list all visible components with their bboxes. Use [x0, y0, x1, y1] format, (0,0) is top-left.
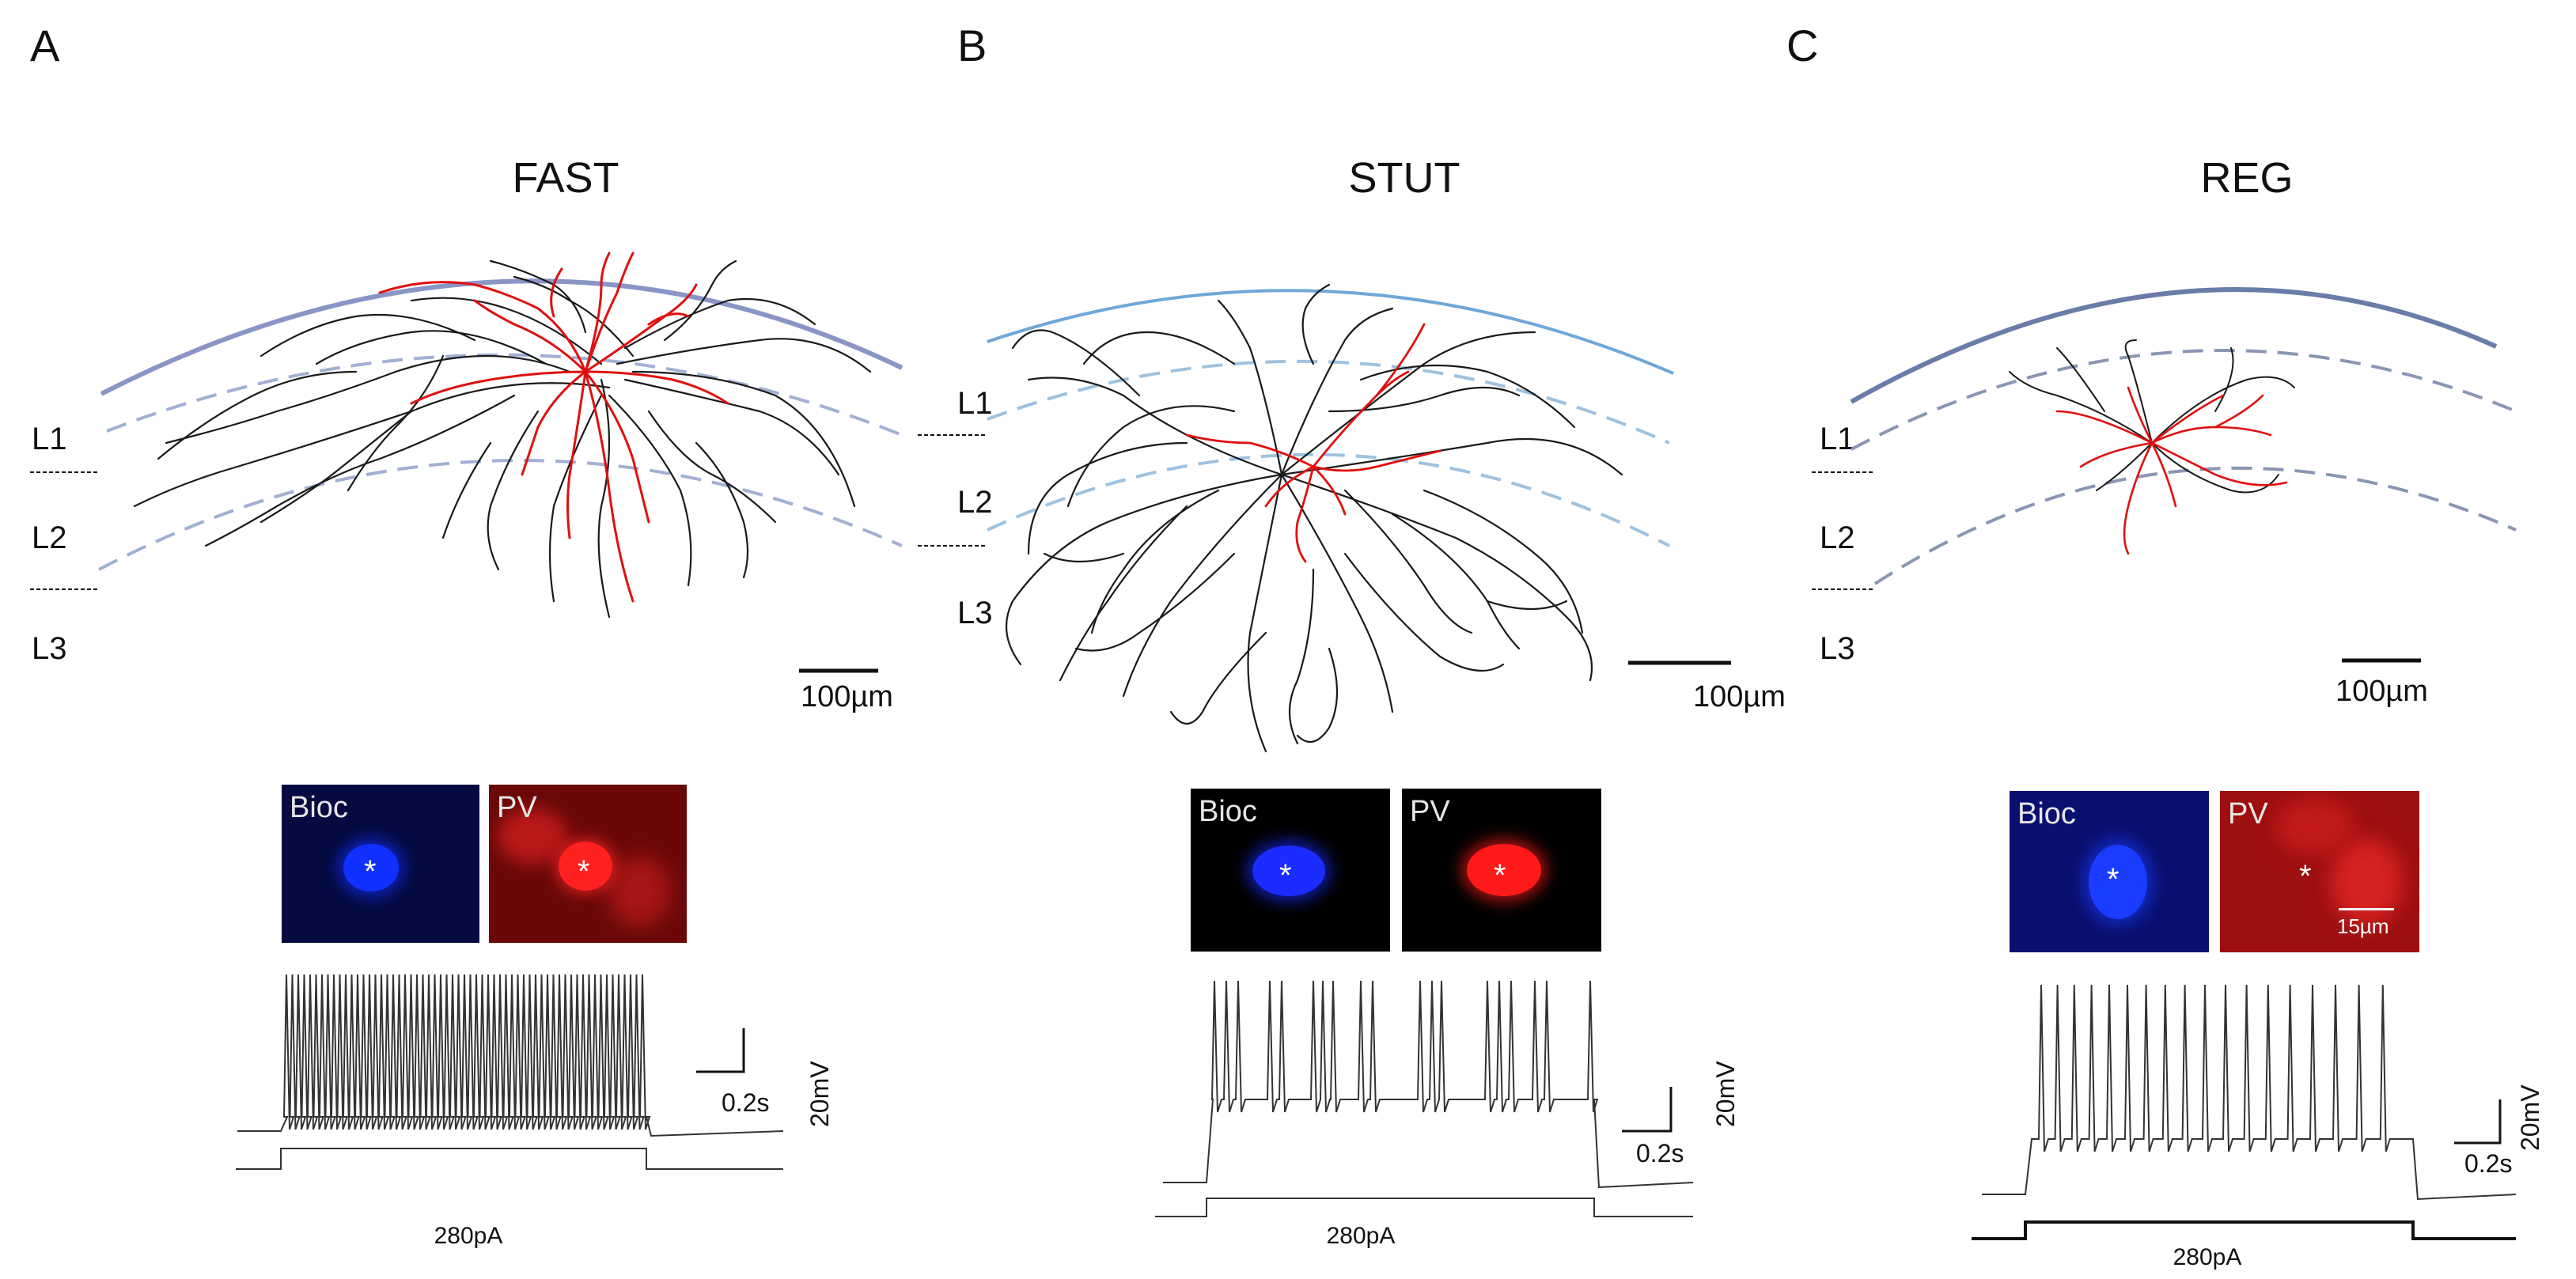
panel-c-dendrites	[2055, 386, 2288, 555]
panel-b-biocytin-marker: *	[1279, 858, 1292, 893]
panel-a-l1-boundary	[106, 353, 903, 437]
panel-b-voltage-trace	[1163, 980, 1694, 1189]
panel-a-biocytin-label: Bioc	[290, 791, 348, 824]
panel-a-pv-label: PV	[497, 791, 537, 824]
panel-b-ephys-time-scale: 0.2s	[1636, 1139, 1684, 1167]
panel-a-ephys-scale-bar	[696, 1028, 745, 1073]
panel-c-biocytin-image: Bioc *	[2010, 791, 2209, 952]
panel-a-pv-neighbor	[608, 856, 671, 927]
panel-c-stimulus-label: 280pA	[2173, 1244, 2242, 1270]
panel-c-layer-l3: L3	[1820, 631, 1855, 666]
panel-b-dendrites	[1185, 323, 1441, 563]
panel-a-dendrites	[378, 252, 729, 603]
panel-b-morph-scale-label: 100µm	[1693, 680, 1786, 713]
panel-b-pv-label: PV	[1410, 795, 1450, 828]
panel-b-letter: B	[957, 21, 987, 70]
panel-b-layer-l1: L1	[957, 386, 993, 421]
panel-a-stimulus-label: 280pA	[434, 1223, 503, 1249]
panel-c-pv-marker: *	[2299, 859, 2312, 894]
panel-c-axon	[2009, 339, 2295, 494]
panel-b-pia-surface	[987, 289, 1674, 375]
panel-c-image-scale-bar	[2339, 908, 2394, 910]
panel-c-biocytin-soma	[2089, 845, 2147, 919]
panel-c-pia-surface	[1850, 287, 2498, 404]
panel-c-l2-boundary	[1873, 466, 2517, 585]
panel-a-biocytin-marker: *	[364, 854, 377, 889]
panel-b-layer-l2: L2	[957, 485, 993, 520]
panel-b-biocytin-soma	[1252, 846, 1325, 896]
panel-c-ephys	[1972, 984, 2517, 1240]
panel-a-l2-boundary	[98, 459, 903, 571]
panel-c-letter: C	[1786, 21, 1819, 70]
panel-b-stimulus-trace	[1155, 1198, 1693, 1217]
panel-a-biocytin-image: Bioc *	[282, 785, 479, 943]
panel-c-l1-boundary	[1851, 349, 2517, 451]
panel-c-layer-l1: L1	[1820, 422, 1855, 456]
panel-c-image-scale-label: 15µm	[2337, 914, 2389, 938]
panel-c-stimulus-trace	[1972, 1220, 2516, 1240]
panel-b-pv-marker: *	[1494, 858, 1506, 893]
panel-c-ephys-time-scale: 0.2s	[2464, 1149, 2513, 1178]
panel-c-ephys-scale-bar	[2454, 1099, 2502, 1145]
panel-b-stimulus-label: 280pA	[1326, 1223, 1396, 1249]
panel-b-l1-boundary	[987, 359, 1670, 445]
panel-a-title: FAST	[512, 154, 619, 202]
panel-b-axon	[1005, 283, 1623, 753]
panel-a-pv-soma	[559, 842, 612, 891]
panel-b-biocytin-label: Bioc	[1199, 795, 1257, 828]
panel-a-pv-image: PV *	[489, 785, 687, 943]
panel-a-voltage-trace	[237, 974, 784, 1137]
panel-c-pv-image: PV * 15µm	[2220, 791, 2419, 952]
panel-b-ephys-scale-bar	[1622, 1087, 1673, 1133]
panel-a-letter: A	[30, 21, 60, 70]
panel-c-pv-label: PV	[2228, 797, 2268, 831]
panel-c-biocytin-label: Bioc	[2017, 797, 2076, 831]
panel-c-biocytin-marker: *	[2107, 862, 2120, 897]
panel-b-pv-image: PV *	[1402, 789, 1601, 952]
panel-a-axon	[133, 259, 872, 619]
panel-a-pv-marker: *	[578, 854, 590, 889]
panel-b-ephys	[1155, 980, 1694, 1217]
panel-a-ephys	[236, 974, 784, 1170]
panel-c-morph-scale-label: 100µm	[2335, 675, 2428, 708]
panel-c-title: REG	[2200, 154, 2294, 202]
panel-b-title: STUT	[1348, 154, 1460, 202]
panel-c-voltage-trace	[1982, 984, 2517, 1201]
panel-a-stimulus-trace	[236, 1148, 783, 1170]
panel-a-layer-l3: L3	[32, 631, 67, 666]
panel-a-layer-l1: L1	[32, 422, 67, 456]
panel-b-layer-l3: L3	[957, 596, 993, 630]
panel-a-pia-surface	[100, 278, 903, 396]
panel-a-layer-l2: L2	[32, 520, 67, 555]
panel-b-biocytin-image: Bioc *	[1191, 789, 1390, 952]
panel-a-pv-neighbor	[497, 808, 568, 864]
panel-b-l2-boundary	[987, 452, 1670, 547]
panel-a-biocytin-soma	[343, 844, 399, 891]
panel-b-pv-soma	[1467, 844, 1541, 896]
panel-c-pv-neighbor	[2331, 838, 2402, 925]
panel-c-pv-neighbor	[2275, 799, 2354, 854]
panel-c-layer-l2: L2	[1820, 520, 1855, 555]
panel-a-ephys-time-scale: 0.2s	[722, 1088, 770, 1117]
panel-a-morph-scale-label: 100µm	[801, 680, 893, 713]
